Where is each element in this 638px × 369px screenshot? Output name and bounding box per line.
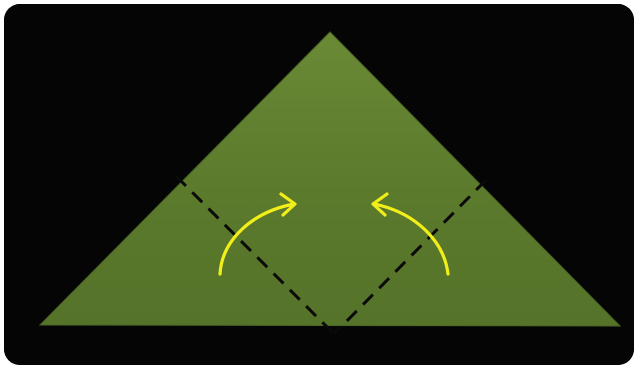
diagram-frame (4, 4, 634, 365)
origami-diagram (4, 4, 634, 365)
